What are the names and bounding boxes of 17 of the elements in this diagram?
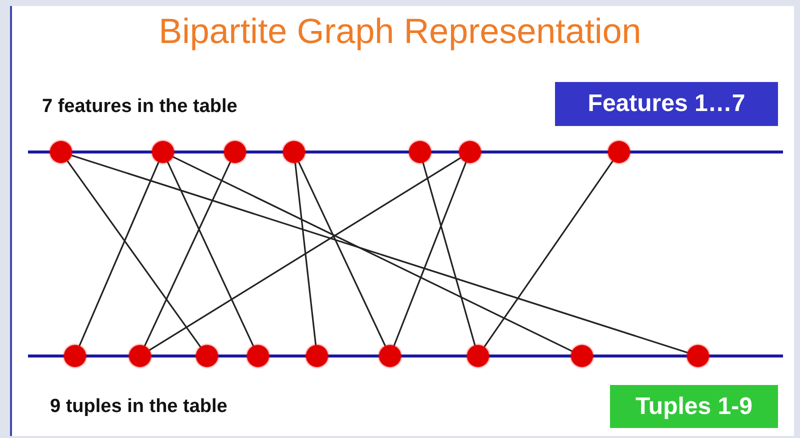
connector-line	[78, 162, 160, 346]
row-label: 9 tuples in the table	[50, 396, 228, 418]
connector-line	[298, 162, 386, 346]
connector-line	[66, 160, 202, 348]
connector-line	[393, 162, 467, 346]
connector-line	[148, 157, 462, 351]
connector-line	[484, 160, 614, 348]
row-label: 7 features in the table	[42, 96, 238, 118]
connector-line	[422, 162, 476, 346]
connector-line	[144, 162, 232, 346]
label-box: Tuples 1-9	[610, 385, 778, 428]
connector-line	[71, 154, 688, 354]
connector-line	[166, 162, 254, 346]
diagram-title: Bipartite Graph Representation	[158, 12, 642, 52]
connector-line	[172, 156, 572, 352]
label-box: Features 1…7	[555, 82, 778, 126]
connector-line	[294, 162, 317, 346]
